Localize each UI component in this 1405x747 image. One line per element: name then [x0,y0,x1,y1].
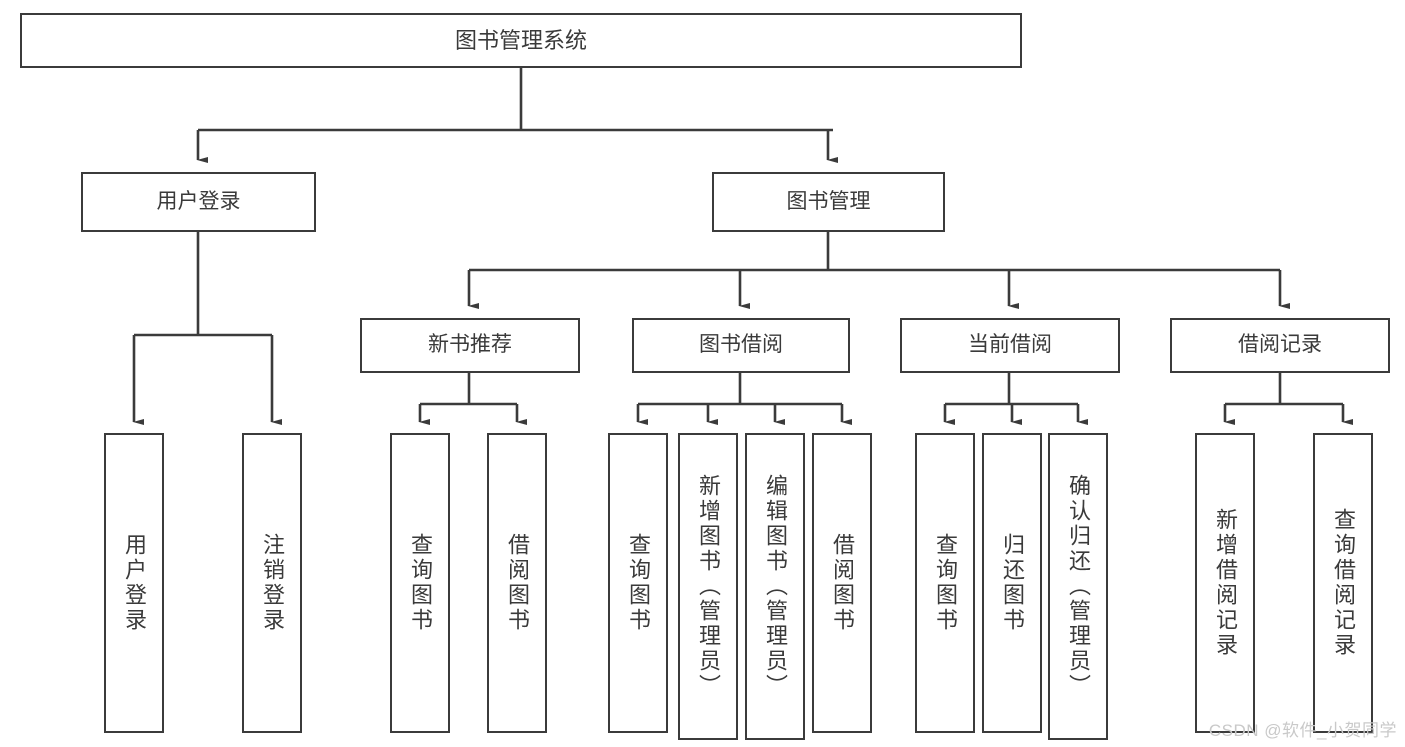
leaf-book-borrow-query[interactable]: 查询图书 [608,433,668,733]
leaf-borrow-records-query[interactable]: 查询借阅记录 [1313,433,1373,733]
leaf-current-borrow-query-label: 查询图书 [933,533,958,633]
leaf-book-borrow-edit-label: 编辑图书（管理员） [763,474,788,699]
node-user-login[interactable]: 用户登录 [81,172,316,232]
leaf-book-borrow-add[interactable]: 新增图书（管理员） [678,433,738,740]
node-new-book-recommend-label: 新书推荐 [428,333,512,357]
node-borrow-records-label: 借阅记录 [1238,333,1322,357]
leaf-current-borrow-confirm-return-label: 确认归还（管理员） [1066,474,1091,699]
node-root-system[interactable]: 图书管理系统 [20,13,1022,68]
leaf-new-book-borrow[interactable]: 借阅图书 [487,433,547,733]
node-current-borrow[interactable]: 当前借阅 [900,318,1120,373]
leaf-borrow-records-add-label: 新增借阅记录 [1213,508,1238,658]
leaf-new-book-borrow-label: 借阅图书 [505,533,530,633]
leaf-new-book-query-label: 查询图书 [408,533,433,633]
leaf-current-borrow-return-label: 归还图书 [1000,533,1025,633]
leaf-current-borrow-query[interactable]: 查询图书 [915,433,975,733]
leaf-book-borrow-add-label: 新增图书（管理员） [696,474,721,699]
leaf-book-borrow-query-label: 查询图书 [626,533,651,633]
node-borrow-records[interactable]: 借阅记录 [1170,318,1390,373]
leaf-borrow-records-query-label: 查询借阅记录 [1331,508,1356,658]
node-book-management-label: 图书管理 [786,189,871,213]
node-root-system-label: 图书管理系统 [454,27,587,53]
leaf-borrow-records-add[interactable]: 新增借阅记录 [1195,433,1255,733]
leaf-user-login-logout-label: 注销登录 [260,533,285,633]
node-user-login-label: 用户登录 [156,189,241,213]
leaf-user-login-logout[interactable]: 注销登录 [242,433,302,733]
node-book-management[interactable]: 图书管理 [712,172,945,232]
leaf-current-borrow-confirm-return[interactable]: 确认归还（管理员） [1048,433,1108,740]
leaf-book-borrow-borrow[interactable]: 借阅图书 [812,433,872,733]
leaf-user-login-login-label: 用户登录 [122,533,147,633]
leaf-new-book-query[interactable]: 查询图书 [390,433,450,733]
node-book-borrow[interactable]: 图书借阅 [632,318,850,373]
node-book-borrow-label: 图书借阅 [699,333,783,357]
node-new-book-recommend[interactable]: 新书推荐 [360,318,580,373]
leaf-book-borrow-edit[interactable]: 编辑图书（管理员） [745,433,805,740]
node-current-borrow-label: 当前借阅 [968,333,1052,357]
leaf-user-login-login[interactable]: 用户登录 [104,433,164,733]
leaf-current-borrow-return[interactable]: 归还图书 [982,433,1042,733]
leaf-book-borrow-borrow-label: 借阅图书 [830,533,855,633]
